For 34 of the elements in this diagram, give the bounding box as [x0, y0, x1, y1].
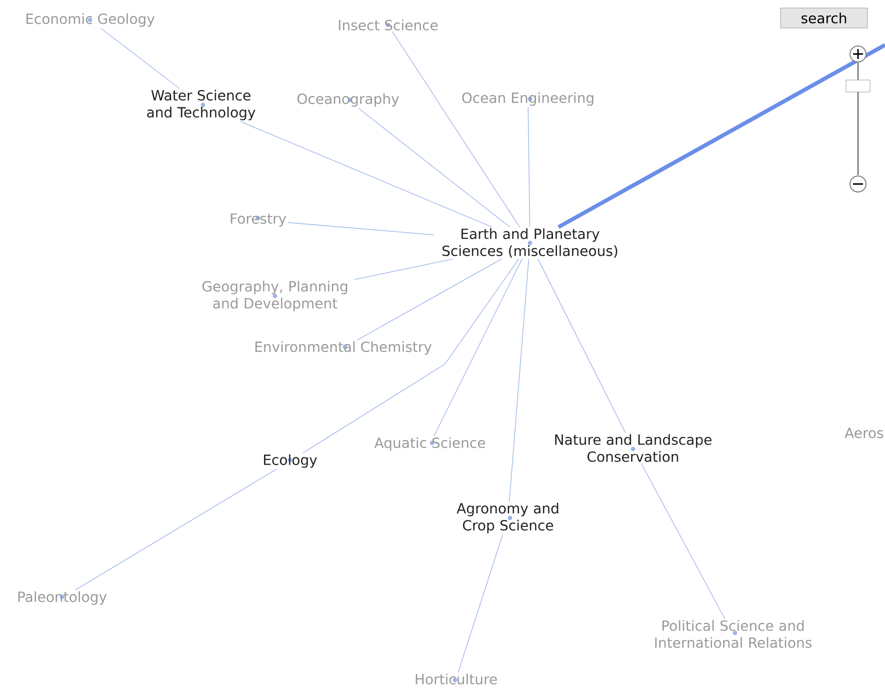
connector-line	[458, 534, 504, 673]
connector-line	[74, 468, 278, 590]
connector-line	[640, 462, 726, 620]
topic-node: Political Science and International Relations	[655, 620, 812, 648]
connector-line	[392, 31, 520, 228]
connector-line	[358, 108, 510, 228]
topic-node: Insect Science	[338, 20, 438, 30]
connector-line	[354, 258, 454, 280]
topic-node: Water Science and Technology	[147, 90, 256, 120]
topic-node: Ocean Engineering	[462, 92, 594, 106]
topic-node: Environmental Chemistry	[255, 341, 432, 355]
connector-line	[528, 106, 530, 228]
topic-node: Economic Geology	[26, 13, 155, 27]
search-button: search	[780, 8, 868, 28]
topic-node: Paleontology	[18, 591, 107, 605]
topic-node: Earth and Planetary Sciences (miscellaneous)	[442, 228, 618, 258]
topic-node: Ecology	[264, 454, 317, 468]
topic-node: Horticulture	[416, 674, 497, 684]
connector-line	[356, 258, 502, 340]
connector-line	[240, 121, 492, 228]
topic-node: Aquatic Science	[374, 437, 486, 451]
connector-line	[100, 28, 180, 89]
connector-line	[538, 258, 626, 434]
topic-label: Aeros	[844, 428, 884, 438]
connector-line	[508, 258, 530, 502]
topic-node: Geography, Planning and Development	[202, 280, 348, 312]
connector-line	[302, 258, 520, 454]
topic-node: Forestry	[230, 213, 286, 227]
topic-node: Oceanography	[297, 93, 399, 107]
connector-line	[434, 258, 522, 436]
connector-line	[287, 222, 434, 236]
topic-node: Nature and Landscape Conservation	[555, 434, 712, 462]
connector-line	[558, 43, 885, 229]
topic-node: Agronomy and Crop Science	[456, 502, 558, 534]
